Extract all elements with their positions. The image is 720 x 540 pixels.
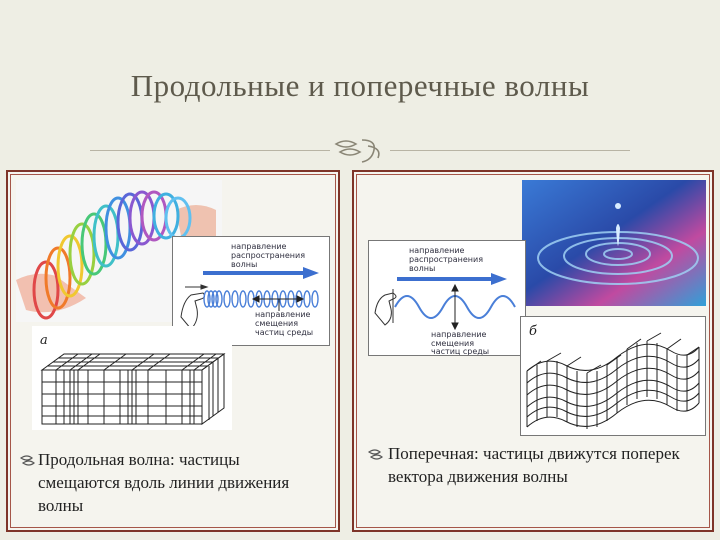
displacement-caption-line3: частиц среды (431, 347, 489, 355)
slide-title: Продольные и поперечные волны (0, 68, 720, 104)
propagation-arrow-icon (397, 273, 507, 285)
displacement-caption-line2: смещения (255, 319, 298, 328)
direction-caption-line2: распространения (409, 255, 483, 264)
displacement-caption-line3: частиц среды (255, 328, 313, 337)
direction-caption-line1: направление (231, 242, 287, 251)
water-ripple-photo (522, 180, 706, 306)
direction-caption-line2: распространения (231, 251, 305, 260)
scroll-ornament-icon (332, 136, 388, 166)
transverse-bullet-text: Поперечная: частицы движутся поперек век… (388, 442, 704, 488)
displacement-arrow-icon (452, 285, 458, 329)
longitudinal-grid-figure: а (32, 326, 232, 430)
longitudinal-bullet: Продольная волна: частицы смещаются вдол… (38, 448, 318, 517)
direction-caption-line3: волны (231, 260, 257, 269)
displacement-caption-line1: направление (431, 330, 487, 339)
title-rule-right (390, 150, 630, 151)
longitudinal-wave-panel: направление распространения волны (6, 170, 340, 532)
transverse-grid-figure: б (520, 316, 706, 436)
transverse-wave-panel: направление распространения волны направ… (352, 170, 714, 532)
hand-icon (375, 289, 396, 325)
direction-caption-line3: волны (409, 264, 435, 273)
water-ripple-illustration (522, 180, 706, 306)
bullet-scroll-icon (20, 454, 36, 468)
transverse-diagram: направление распространения волны направ… (368, 240, 526, 356)
hand-icon (181, 285, 207, 329)
longitudinal-bullet-text: Продольная волна: частицы смещаются вдол… (38, 448, 318, 517)
figure-letter-a: а (40, 333, 48, 348)
transverse-bullet: Поперечная: частицы движутся поперек век… (388, 442, 704, 488)
bullet-scroll-icon (368, 448, 384, 462)
title-rule-left (90, 150, 330, 151)
propagation-arrow-icon (203, 267, 319, 279)
direction-caption-line1: направление (409, 246, 465, 255)
figure-letter-b: б (529, 324, 537, 339)
displacement-caption-line1: направление (255, 310, 311, 319)
